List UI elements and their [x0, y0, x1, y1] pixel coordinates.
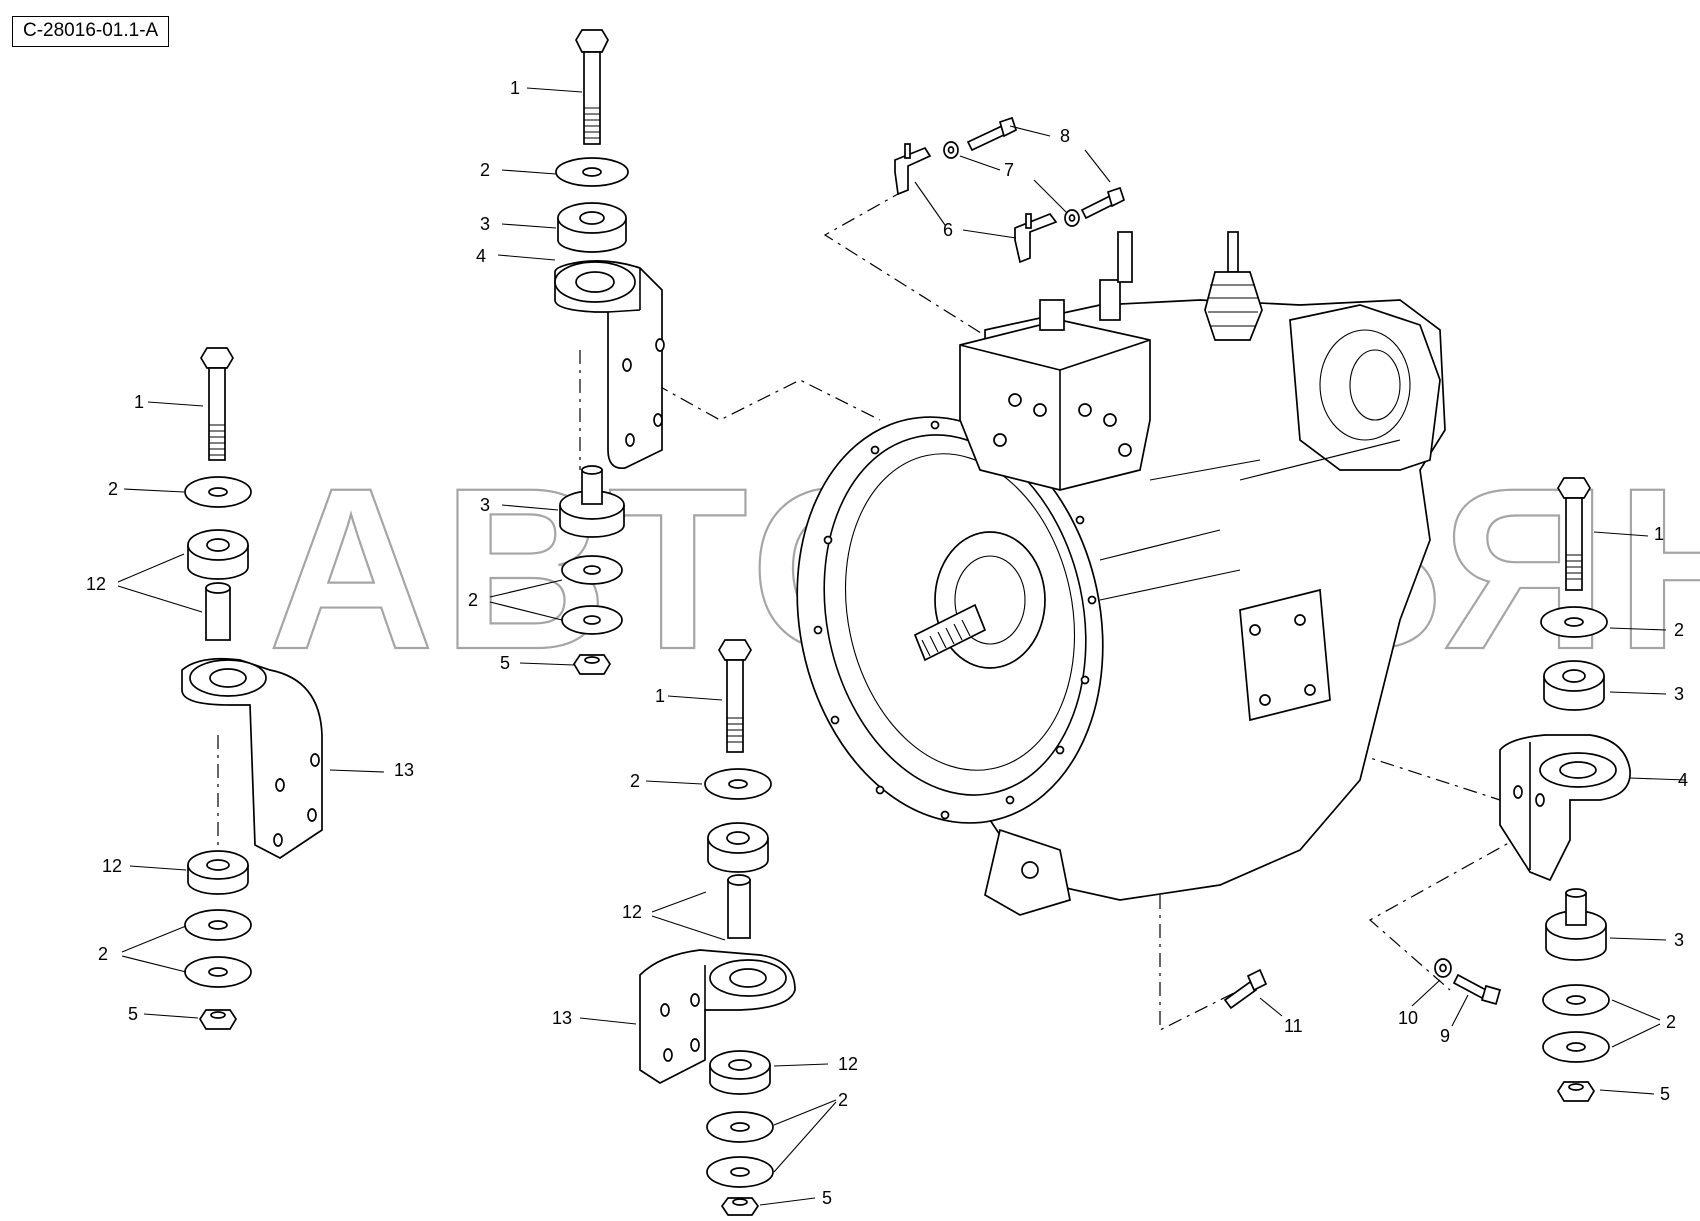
washer-pair-lower: [706, 1111, 774, 1188]
callout-3: 3: [480, 495, 490, 515]
bolt-right: [1557, 477, 1591, 591]
bolt-11: [1223, 968, 1268, 1010]
bushing-left-top: [187, 529, 249, 580]
callout-5: 5: [500, 653, 510, 673]
nut-right: [1556, 1081, 1596, 1102]
bushing-lower-bottom: [709, 1050, 771, 1095]
rear-housing: [1289, 304, 1441, 471]
callout-5: 5: [1660, 1084, 1670, 1104]
callout-4: 4: [476, 246, 486, 266]
diagram-code-label: C-28016-01.1-A: [12, 16, 170, 47]
bolt-8-lower: [1080, 186, 1126, 220]
lower-mount-stack: [639, 639, 796, 1216]
callout-12: 12: [622, 902, 642, 922]
callout-3: 3: [1674, 930, 1684, 950]
callout-2: 2: [480, 160, 490, 180]
left-mount-stack: [181, 347, 323, 1030]
nut-left: [198, 1009, 238, 1030]
bolt-center: [575, 29, 609, 145]
input-shaft: [913, 603, 987, 662]
callout-5: 5: [128, 1004, 138, 1024]
transmission-housing: [796, 231, 1446, 916]
callout-2: 2: [630, 771, 640, 791]
side-cover: [1239, 588, 1331, 722]
center-mount-stack: [554, 29, 665, 675]
callout-10: 10: [1398, 1008, 1418, 1028]
callout-13: 13: [394, 760, 414, 780]
bushing-lower-top: [707, 822, 769, 873]
bracket-center: [554, 260, 665, 470]
washer-pair-right: [1542, 984, 1610, 1063]
callout-6: 6: [943, 220, 953, 240]
callout-11: 11: [1284, 1016, 1303, 1036]
bracket-left: [181, 657, 323, 859]
leader-lines: [117, 87, 1687, 1206]
callout-2: 2: [838, 1090, 848, 1110]
callout-1: 1: [655, 686, 665, 706]
small-hardware-group: [894, 116, 1126, 264]
bolt-lower: [718, 639, 752, 753]
lower-sump: [984, 828, 1071, 916]
bushing-center-bottom: [559, 465, 625, 538]
callout-4: 4: [1678, 770, 1688, 790]
clip-6-upper: [894, 143, 932, 196]
callout-12: 12: [838, 1054, 858, 1074]
callout-12: 12: [86, 574, 106, 594]
washer-pair-left: [184, 909, 252, 988]
callout-3: 3: [480, 214, 490, 234]
bolt-9: [1452, 973, 1502, 1006]
callout-1: 1: [510, 78, 520, 98]
washer-pair-center: [561, 555, 623, 635]
callout-2: 2: [468, 590, 478, 610]
bushing-center-top: [557, 202, 627, 253]
callout-2: 2: [1674, 620, 1684, 640]
bracket-right: [1499, 734, 1631, 882]
callout-9: 9: [1440, 1026, 1450, 1046]
shift-tower: [1204, 231, 1263, 341]
callout-7: 7: [1004, 160, 1014, 180]
washer-left-top: [184, 476, 252, 508]
bolt-left: [200, 347, 234, 461]
control-valve-block: [959, 231, 1151, 491]
callout-13: 13: [552, 1008, 572, 1028]
bushing-right-bottom: [1545, 888, 1607, 961]
callout-1: 1: [1654, 524, 1664, 544]
washer-lower-top: [704, 768, 772, 800]
washer-right-top: [1540, 606, 1608, 638]
nut-center: [572, 654, 612, 675]
sleeve-left: [205, 582, 231, 641]
bushing-left-bottom: [187, 850, 249, 895]
sleeve-lower: [727, 874, 751, 939]
callout-2: 2: [98, 944, 108, 964]
callout-labels: 1 2 3 4 3 2 5 1 2 12 13 12 2 5 1 2 12 13…: [86, 78, 1688, 1208]
callout-8: 8: [1060, 126, 1070, 146]
clip-6-lower: [1014, 212, 1058, 264]
bushing-right-top: [1543, 660, 1605, 711]
callout-12: 12: [102, 856, 122, 876]
callout-1: 1: [134, 392, 144, 412]
callout-2: 2: [108, 479, 118, 499]
callout-2: 2: [1666, 1012, 1676, 1032]
callout-3: 3: [1674, 684, 1684, 704]
callout-5: 5: [822, 1188, 832, 1208]
bracket-lower: [639, 949, 796, 1084]
right-mount-stack: [1499, 477, 1631, 1102]
nut-lower: [720, 1197, 760, 1216]
bolt-8-upper: [966, 116, 1018, 152]
washer-center-top: [555, 157, 629, 187]
